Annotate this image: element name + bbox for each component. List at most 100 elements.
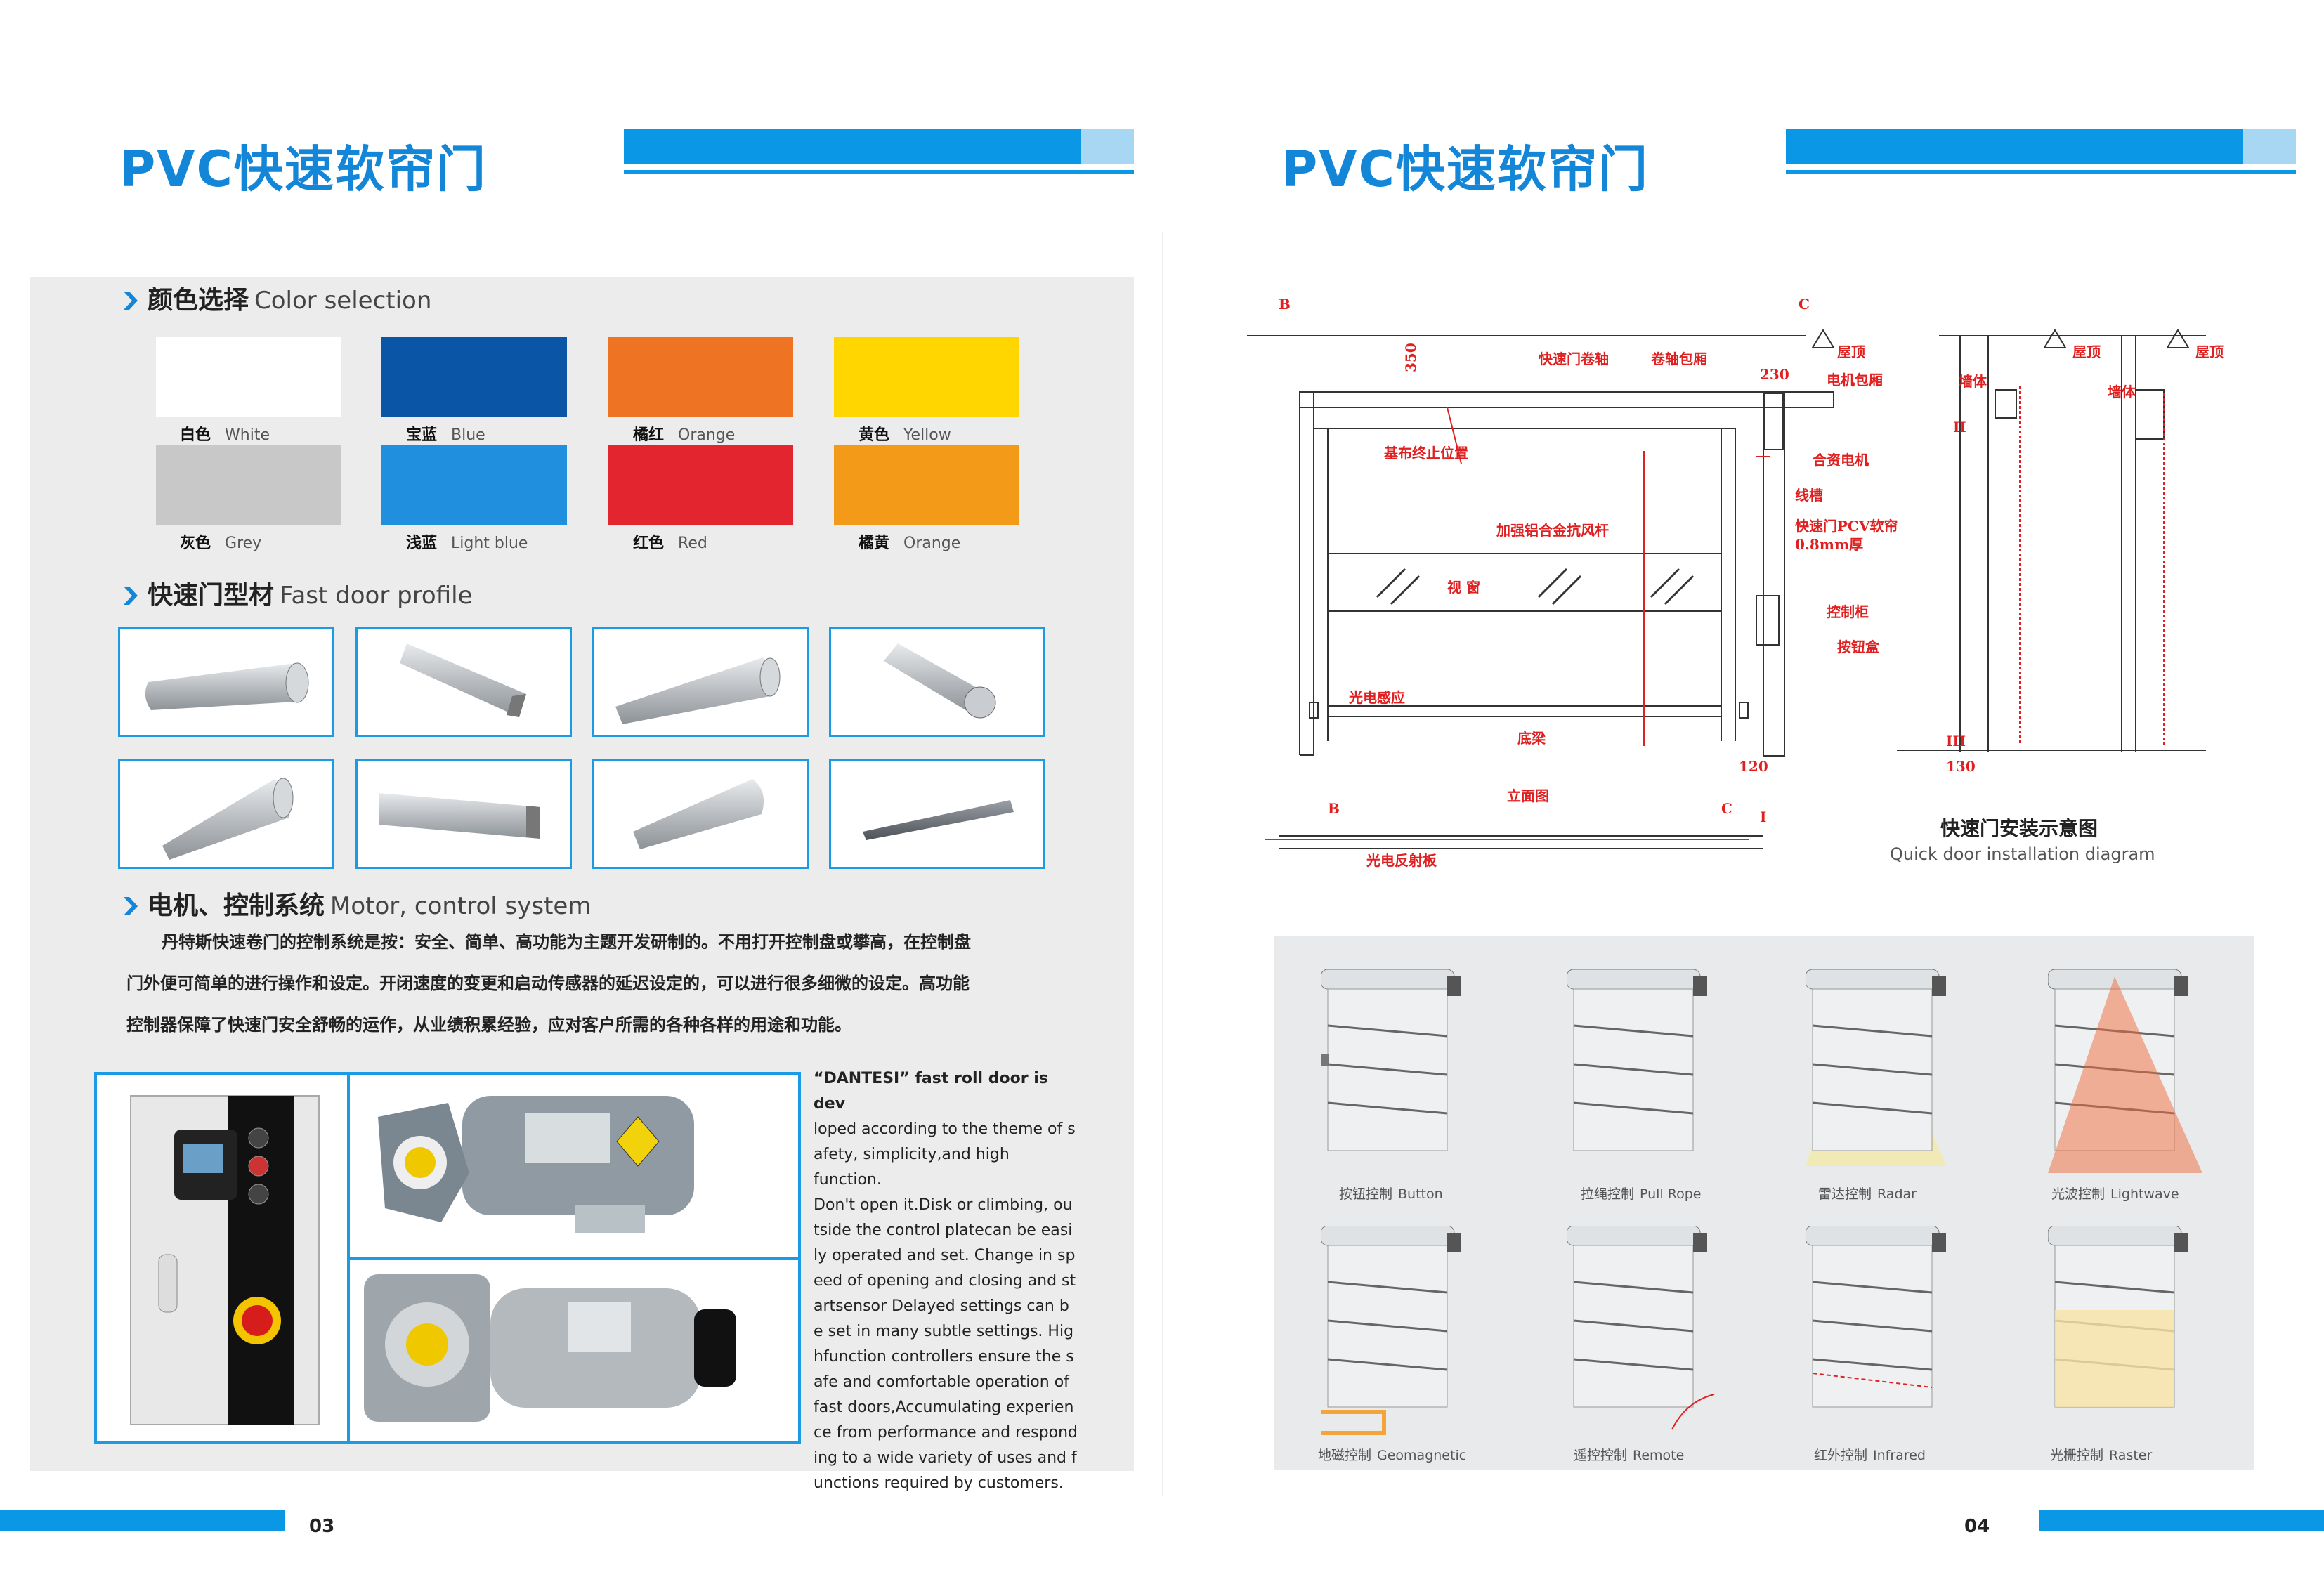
label-c: C [1799, 296, 1810, 313]
profile-image-1 [118, 627, 334, 737]
swatch-orange-yellow [834, 445, 1019, 525]
motor-en-line: artsensor Delayed settings can b [814, 1297, 1069, 1315]
label-pvc-curtain: 快速门PCV软帘 [1795, 518, 1898, 535]
label-b-bottom: B [1328, 800, 1340, 817]
right-header-line [1786, 170, 2296, 174]
motor-en-line: Don't open it.Disk or climbing, ou [814, 1196, 1073, 1214]
left-footer-bar [0, 1510, 285, 1531]
motor-en-line: fast doors,Accumulating experien [814, 1399, 1074, 1416]
mode-raster-icon [2048, 1226, 2190, 1408]
right-page-number: 04 [1964, 1516, 1990, 1537]
dim-350: 350 [1402, 343, 1419, 372]
left-header-bar-light [1081, 129, 1134, 164]
installation-diagram: B C 屋顶 屋顶 屋顶 快速门卷轴 卷轴包厢 电机包厢 合资电机 基布终止位置… [1247, 296, 2224, 869]
mode-geomagnetic-icon [1321, 1226, 1463, 1435]
profile-image-6 [355, 759, 572, 869]
motor-icon [378, 1096, 694, 1233]
label-wire-slot: 线槽 [1795, 487, 1823, 504]
aluminum-profile-icon [615, 657, 781, 724]
motor-en-line: tside the control platecan be easi [814, 1222, 1073, 1239]
motor-icon [364, 1274, 736, 1422]
label-i: I [1760, 809, 1766, 825]
motor-en-line: ce from performance and respond [814, 1424, 1078, 1441]
aluminum-profile-icon [884, 643, 996, 719]
swatch-white [156, 337, 341, 417]
motor-en-line: afe and comfortable operation of [814, 1373, 1069, 1391]
dim-130: 130 [1946, 758, 1976, 775]
motor-en-line: eed of opening and closing and st [814, 1272, 1076, 1290]
motor-en-line: ly operated and set. Change in sp [814, 1247, 1076, 1264]
profile-image-7 [592, 759, 809, 869]
control-box-photo [94, 1072, 350, 1444]
right-footer-bar [2039, 1510, 2324, 1531]
label-ii: II [1953, 419, 1966, 436]
motor-en-line: afety, simplicity,and high function. [814, 1146, 1010, 1189]
label-c-bottom: C [1721, 800, 1732, 817]
left-page-number: 03 [309, 1516, 335, 1537]
motor-en-line: ing to a wide variety of uses and f [814, 1449, 1077, 1467]
motor-photo-1 [347, 1072, 801, 1260]
label-thickness: 0.8mm厚 [1795, 536, 1863, 553]
mode-radar-icon [1806, 969, 1947, 1166]
swatch-orange-red [608, 337, 793, 417]
mode-infrared-icon [1806, 1226, 1947, 1408]
motor-en-line: loped according to the theme of s [814, 1120, 1076, 1138]
motor-english-text: “DANTESI” fast roll door is dev loped ac… [814, 1066, 1081, 1496]
label-window: 视 窗 [1447, 579, 1480, 596]
page-fold [1162, 232, 1163, 1496]
swatch-blue [381, 337, 567, 417]
aluminum-profile-icon [863, 800, 1014, 840]
right-page-title: PVC快速软帘门 [1281, 140, 1649, 198]
dim-230: 230 [1760, 366, 1789, 383]
label-control-box: 控制柜 [1827, 603, 1869, 620]
label-b: B [1279, 296, 1291, 313]
label-bottom-beam: 底梁 [1517, 730, 1546, 747]
label-roller: 快速门卷轴 [1539, 351, 1609, 367]
motor-en-line: e set in many subtle settings. Hig [814, 1323, 1074, 1340]
label-reflector: 光电反射板 [1366, 852, 1437, 869]
left-header-bar [624, 129, 1081, 164]
left-page-title: PVC快速软帘门 [119, 140, 487, 198]
profile-image-8 [829, 759, 1045, 869]
label-button-box: 按钮盒 [1837, 639, 1880, 655]
install-caption-en: Quick door installation diagram [1890, 844, 2155, 864]
label-shaft-cover: 卷轴包厢 [1651, 351, 1707, 367]
aluminum-profile-icon [400, 643, 526, 717]
left-header-line [624, 170, 1134, 174]
aluminum-profile-icon [379, 793, 540, 839]
motor-paragraph-line-3: 控制器保障了快速门安全舒畅的运作，从业绩积累经验，应对客户所需的各种各样的用途和… [126, 1015, 851, 1035]
mode-remote-icon [1567, 1226, 1715, 1430]
swatch-light-blue [381, 445, 567, 525]
swatch-yellow [834, 337, 1019, 417]
motor-en-line: “DANTESI” fast roll door is dev [814, 1070, 1048, 1113]
mode-button-icon [1321, 969, 1463, 1152]
mode-pull-rope-icon [1567, 969, 1709, 1152]
chevron-right-icon [124, 897, 138, 915]
install-caption-zh: 快速门安装示意图 [1940, 817, 2098, 840]
label-motor-cover: 电机包厢 [1827, 372, 1883, 388]
label-wind-bar: 加强铝合金抗风杆 [1496, 522, 1609, 539]
label-curtain-end: 基布终止位置 [1384, 445, 1468, 462]
label-roof: 屋顶 [2072, 343, 2101, 360]
chevron-right-icon [124, 587, 138, 605]
swatch-red [608, 445, 793, 525]
label-front-view: 立面图 [1507, 787, 1549, 804]
